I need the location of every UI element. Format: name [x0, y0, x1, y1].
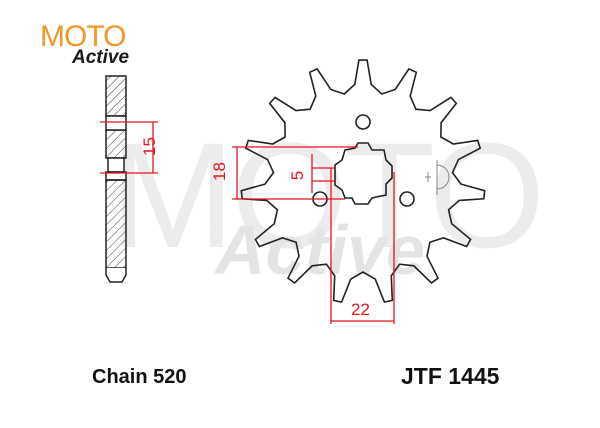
side-view [100, 75, 158, 283]
dimension-15: 15 [139, 137, 159, 156]
watermark-active: Active [215, 211, 426, 289]
brand-logo: MOTO Active [40, 22, 150, 72]
part-number: JTF 1445 [401, 363, 500, 389]
rotation-direction-icon [425, 160, 450, 195]
logo-active-text: Active [72, 47, 130, 68]
dimension-5: 5 [288, 170, 308, 181]
watermark-moto: MOTO [110, 111, 545, 279]
front-view [232, 59, 486, 324]
dimension-18: 18 [209, 162, 229, 181]
logo-moto-text: MOTO [40, 20, 126, 53]
dimension-22: 22 [351, 300, 370, 319]
chain-label: Chain 520 [92, 366, 187, 388]
